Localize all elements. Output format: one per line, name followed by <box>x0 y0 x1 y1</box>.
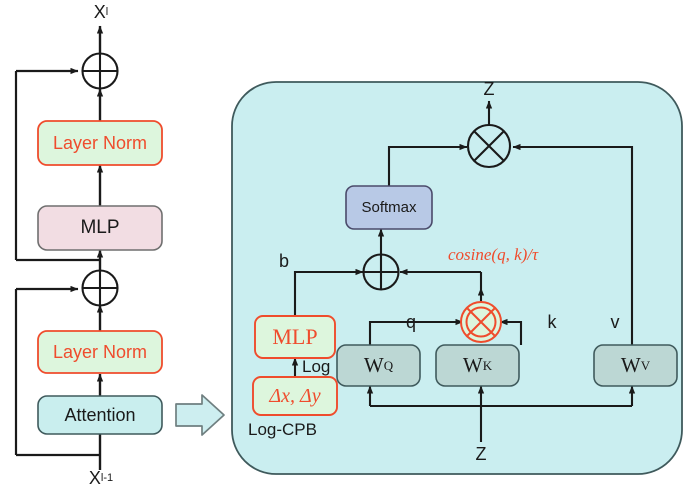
mlp-box <box>37 205 163 251</box>
residual-add-2 <box>81 52 119 90</box>
layer-norm-1-box <box>37 330 163 374</box>
multiply-output-node <box>466 123 512 169</box>
w-v-box <box>593 344 678 387</box>
bias-add-node <box>362 253 400 291</box>
expand-arrow-shape <box>175 394 225 436</box>
delta-xy-box <box>252 376 338 416</box>
mlp-cpb-box <box>254 315 336 359</box>
attention-box <box>37 395 163 435</box>
w-q-box <box>336 344 421 387</box>
softmax-box <box>345 185 433 230</box>
layer-norm-2-box <box>37 120 163 166</box>
cosine-similarity-node <box>460 301 502 343</box>
residual-add-1 <box>81 269 119 307</box>
w-k-box <box>435 344 520 387</box>
